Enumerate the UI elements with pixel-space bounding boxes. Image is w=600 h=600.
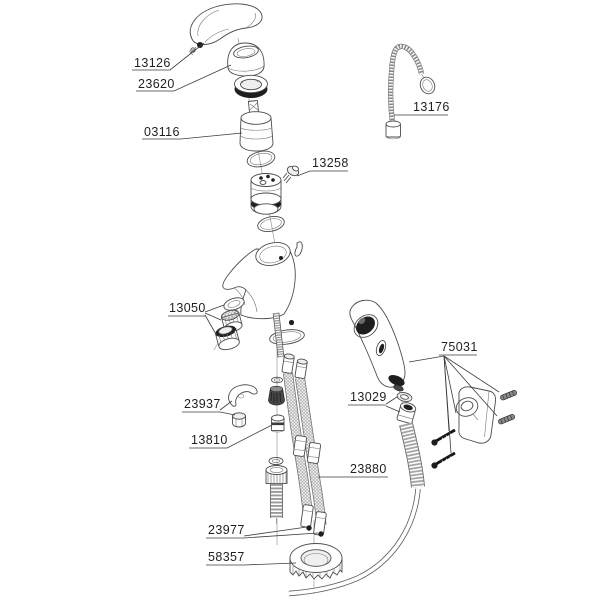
shower-hose-drawing [288, 422, 425, 597]
part-label-23937: 23937 [184, 397, 221, 411]
part-label-13810: 13810 [191, 433, 228, 447]
part-label-75031: 75031 [441, 340, 478, 354]
bell-nut-drawing [268, 385, 285, 406]
hose-coupling-drawing [396, 402, 417, 424]
part-label-23977: 23977 [208, 523, 245, 537]
cartridge-drawing [239, 100, 274, 152]
part-label-13029: 13029 [350, 390, 387, 404]
lower-washer-drawing [268, 456, 284, 466]
clip-drawing [294, 241, 303, 257]
fixing-screw-dots-drawing [306, 525, 324, 537]
bushing-drawing [271, 414, 285, 433]
part-label-13176: 13176 [413, 100, 450, 114]
o-ring-upper-drawing [246, 150, 276, 168]
part-label-13258: 13258 [312, 156, 349, 170]
bracket-screws-drawing [431, 428, 456, 469]
wall-anchors-drawing [498, 390, 517, 425]
cartridge-housing-drawing [250, 173, 282, 215]
handle-lever-drawing [189, 3, 263, 46]
hand-shower-drawing [349, 299, 406, 392]
hex-nut-drawing [232, 412, 246, 428]
dome-cap-drawing [227, 42, 265, 77]
part-label-03116: 03116 [144, 125, 180, 139]
part-label-13050: 13050 [169, 301, 206, 315]
part-label-23880: 23880 [350, 462, 387, 476]
part-label-13126: 13126 [134, 56, 171, 70]
retaining-ring-drawing [234, 74, 268, 98]
crescent-washer-drawing [228, 384, 258, 407]
chain-drawing [385, 43, 436, 140]
mounting-nut-drawing [289, 543, 343, 580]
upper-washer-drawing [271, 376, 283, 384]
plug-screw-drawing [282, 165, 300, 184]
o-ring-lower-drawing [257, 215, 285, 233]
part-label-23620: 23620 [138, 77, 175, 91]
faucet-body-drawing [222, 242, 296, 320]
threaded-stud-drawing [272, 312, 295, 358]
part-label-58357: 58357 [208, 550, 245, 564]
knurled-connector-drawing [265, 465, 288, 484]
aerator-drawing [215, 297, 245, 351]
base-oval-ring-drawing [269, 329, 305, 345]
leader-lines [132, 42, 500, 566]
hose-washer-drawing [396, 392, 413, 402]
wall-bracket-drawing [455, 386, 497, 444]
supply-hoses-drawing [281, 353, 327, 536]
